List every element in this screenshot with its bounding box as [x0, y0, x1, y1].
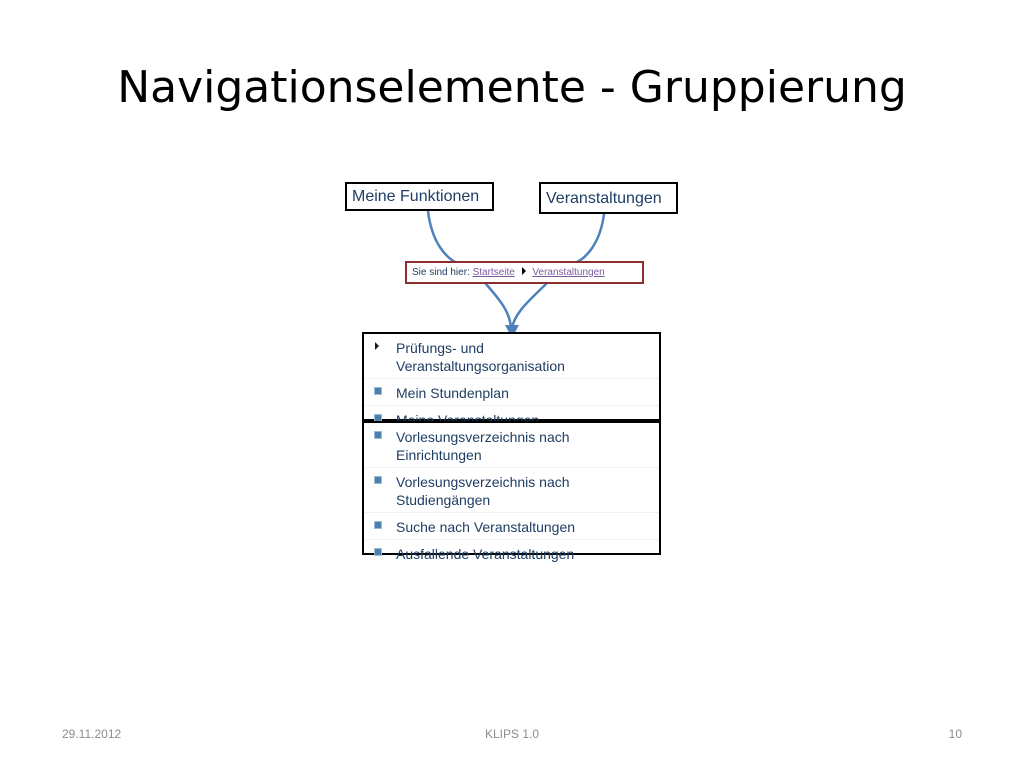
menu-item-label: Vorlesungsverzeichnis nach Einrichtungen — [396, 429, 570, 463]
connector-to-menu-right — [510, 282, 548, 330]
menu-item-pruefungsorganisation[interactable]: Prüfungs- und Veranstaltungsorganisation — [364, 334, 659, 379]
menu-item-stundenplan[interactable]: Mein Stundenplan — [364, 379, 659, 406]
square-bullet-icon — [374, 476, 382, 484]
menu-item-ausfallende[interactable]: Ausfallende Veranstaltungen — [364, 540, 659, 566]
connector-to-menu-left — [484, 282, 513, 330]
slide-title: Navigationselemente - Gruppierung — [117, 62, 907, 113]
square-bullet-icon — [374, 431, 382, 439]
connector-meine-funktionen — [426, 209, 457, 264]
breadcrumb-link-veranstaltungen[interactable]: Veranstaltungen — [532, 267, 605, 278]
menu-item-label: Ausfallende Veranstaltungen — [396, 546, 575, 562]
footer-center-text: KLIPS 1.0 — [484, 727, 540, 741]
menu-item-vv-studiengaenge[interactable]: Vorlesungsverzeichnis nach Studiengängen — [364, 468, 659, 513]
menu-group-my-functions: Prüfungs- und Veranstaltungsorganisation… — [362, 332, 661, 428]
menu-item-label: Mein Stundenplan — [396, 385, 509, 401]
breadcrumb-separator-icon — [521, 267, 526, 275]
menu-item-suche[interactable]: Suche nach Veranstaltungen — [364, 513, 659, 540]
footer-page-number: 10 — [948, 727, 962, 741]
menu-group-events: Vorlesungsverzeichnis nach Einrichtungen… — [362, 421, 661, 562]
menu-item-label: Prüfungs- und Veranstaltungsorganisation — [396, 340, 565, 374]
connector-veranstaltungen — [575, 212, 606, 264]
menu-item-label: Suche nach Veranstaltungen — [396, 519, 576, 535]
triangle-arrow-icon — [375, 342, 379, 350]
footer-date: 29.11.2012 — [62, 727, 122, 741]
breadcrumb: Sie sind hier: Startseite Veranstaltunge… — [405, 261, 644, 284]
square-bullet-icon — [374, 521, 382, 529]
breadcrumb-prefix: Sie sind hier: — [412, 267, 470, 278]
breadcrumb-link-startseite[interactable]: Startseite — [472, 267, 515, 278]
square-bullet-icon — [374, 387, 382, 395]
menu-item-vv-einrichtungen[interactable]: Vorlesungsverzeichnis nach Einrichtungen — [364, 423, 659, 468]
square-bullet-icon — [374, 548, 382, 556]
meine-funktionen-label: Meine Funktionen — [345, 182, 494, 211]
menu-item-label: Vorlesungsverzeichnis nach Studiengängen — [396, 474, 570, 508]
veranstaltungen-label: Veranstaltungen — [539, 182, 678, 214]
